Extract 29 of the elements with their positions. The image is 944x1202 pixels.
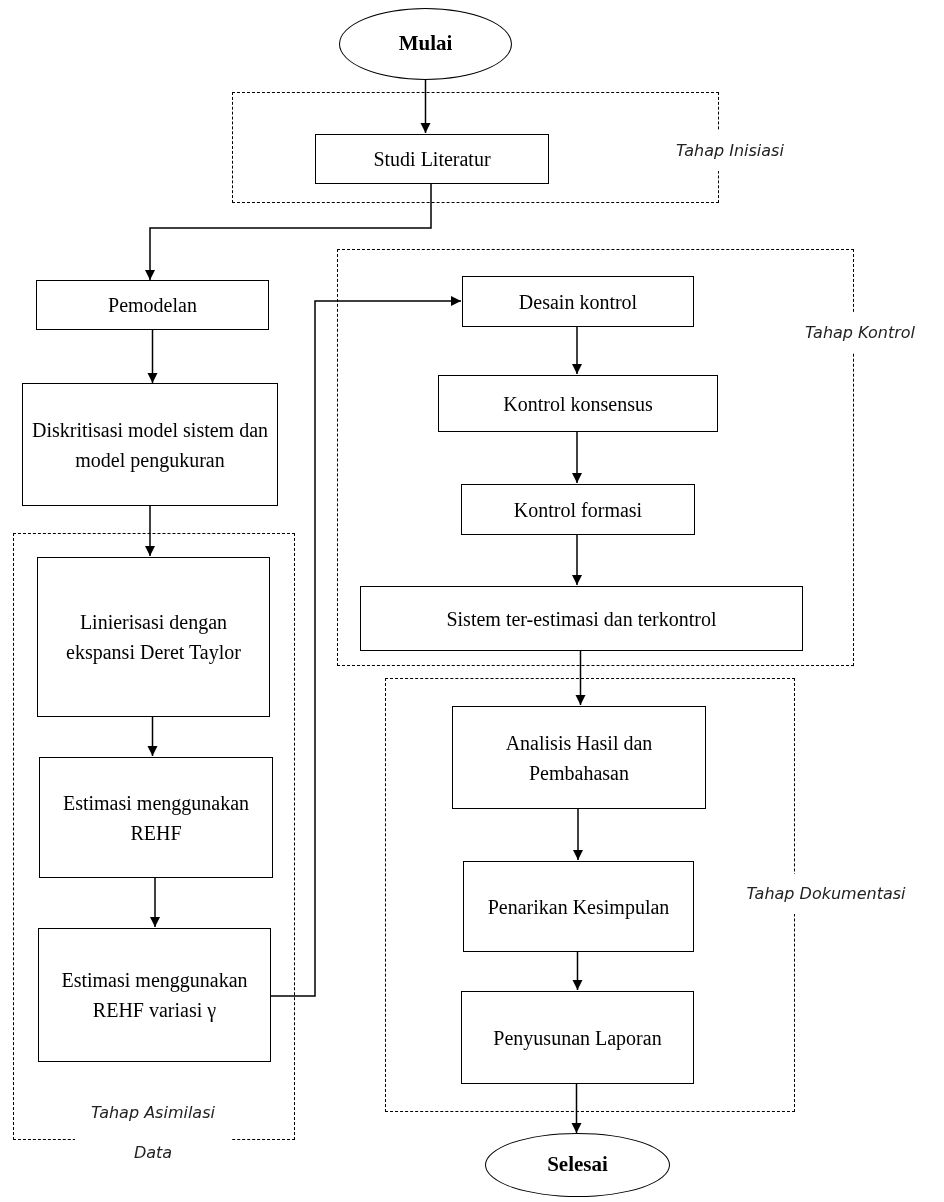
arrow: [575, 649, 586, 706]
process-box: Sistem ter-estimasi dan terkontrol: [360, 586, 803, 651]
arrow: [571, 325, 583, 375]
arrow: [147, 329, 158, 384]
arrow: [571, 1082, 582, 1134]
arrow: [147, 715, 158, 757]
arrow: [572, 807, 584, 861]
process-box: Pemodelan: [36, 280, 269, 330]
arrow: [571, 533, 583, 586]
process-box: Penarikan Kesimpulan: [463, 861, 694, 952]
terminal-ellipse: Mulai: [339, 8, 512, 80]
arrow: [144, 182, 432, 281]
process-box: Linierisasi dengan ekspansi Deret Taylor: [37, 557, 270, 717]
arrow: [572, 950, 583, 991]
process-box: Estimasi menggunakan REHF variasi γ: [38, 928, 271, 1062]
arrow: [571, 430, 583, 484]
arrow: [149, 876, 161, 928]
process-box: Diskritisasi model sistem dan model pengukuran: [22, 383, 278, 506]
process-box: Analisis Hasil dan Pembahasan: [452, 706, 706, 809]
process-box: Estimasi menggunakan REHF: [39, 757, 273, 878]
process-box: Kontrol formasi: [461, 484, 695, 535]
arrow: [420, 79, 431, 134]
process-box: Studi Literatur: [315, 134, 549, 184]
arrow: [269, 295, 462, 997]
arrow: [144, 505, 156, 557]
process-box: Kontrol konsensus: [438, 375, 718, 432]
process-box: Penyusunan Laporan: [461, 991, 694, 1084]
terminal-ellipse: Selesai: [485, 1133, 670, 1197]
process-box: Desain kontrol: [462, 276, 694, 327]
